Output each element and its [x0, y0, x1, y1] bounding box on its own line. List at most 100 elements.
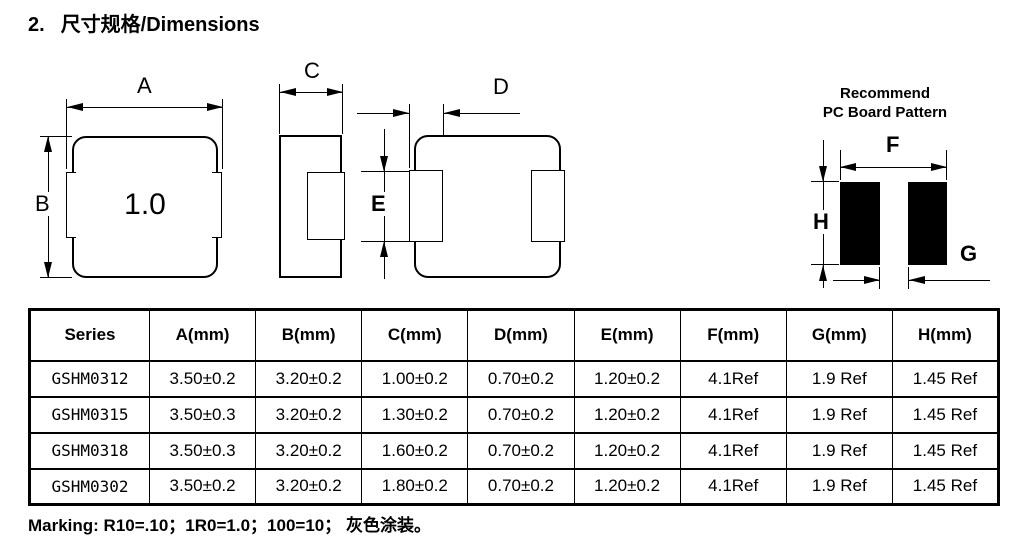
col-header-f: F(mm)	[679, 309, 787, 362]
value-cell: 3.20±0.2	[255, 431, 363, 469]
side-terminal	[307, 172, 345, 240]
dim-f-line	[840, 167, 947, 168]
value-cell: 1.9 Ref	[785, 395, 893, 433]
value-cell: 1.20±0.2	[573, 467, 681, 505]
dim-b-ext-top	[40, 136, 72, 137]
dim-c-arrow-left	[280, 88, 296, 96]
value-cell: 3.20±0.2	[255, 395, 363, 433]
value-cell: 4.1Ref	[679, 467, 787, 505]
dim-g-arrow-left	[864, 276, 880, 284]
dim-g-line-right	[909, 280, 990, 281]
value-cell: 4.1Ref	[679, 359, 787, 397]
bottom-right-pad	[531, 170, 565, 242]
value-cell: 1.30±0.2	[361, 395, 469, 433]
dim-e-arrow-bottom	[380, 241, 388, 257]
series-cell: GSHM0312	[29, 359, 150, 397]
dim-c-ext-right	[342, 84, 343, 134]
dim-f-arrow-right	[931, 163, 947, 171]
dim-e-arrow-top	[380, 156, 388, 172]
value-cell: 3.50±0.2	[148, 359, 257, 397]
dim-a-ext-right	[222, 99, 223, 169]
dim-b-arrow-top	[44, 136, 52, 152]
value-cell: 1.9 Ref	[785, 431, 893, 469]
table-row: GSHM0318 3.50±0.3 3.20±0.2 1.60±0.2 0.70…	[29, 431, 1000, 469]
dim-g-ext-right	[908, 267, 909, 289]
dim-g-arrow-right	[909, 276, 925, 284]
pcb-pad-right	[908, 182, 947, 265]
section-number: 2.	[28, 14, 45, 36]
dim-f-arrow-left	[840, 163, 856, 171]
section-title-text: 尺寸规格/Dimensions	[60, 14, 260, 36]
dim-d-ext-left	[409, 104, 410, 168]
value-cell: 1.20±0.2	[573, 359, 681, 397]
dim-d-arrow-left	[393, 109, 409, 117]
value-cell: 3.20±0.2	[255, 467, 363, 505]
section-title: 2. 尺寸规格/Dimensions	[28, 8, 260, 37]
series-cell: GSHM0318	[29, 431, 150, 469]
value-cell: 1.45 Ref	[891, 431, 1000, 469]
dim-d-line-right	[444, 113, 520, 114]
dim-c-arrow-right	[327, 88, 343, 96]
dim-label-g: G	[958, 241, 980, 266]
dim-b-arrow-bottom	[44, 262, 52, 278]
value-cell: 3.50±0.2	[148, 467, 257, 505]
value-cell: 3.50±0.3	[148, 431, 257, 469]
table-header-row: Series A(mm) B(mm) C(mm) D(mm) E(mm) F(m…	[29, 309, 1000, 362]
dim-g-line-left	[833, 280, 879, 281]
bottom-left-pad	[409, 170, 443, 242]
dim-label-h: H	[811, 209, 831, 234]
component-body-top-view	[72, 136, 218, 278]
table-row: GSHM0302 3.50±0.2 3.20±0.2 1.80±0.2 0.70…	[29, 467, 1000, 505]
col-header-b: B(mm)	[255, 309, 363, 362]
dim-label-f: F	[884, 132, 902, 157]
col-header-c: C(mm)	[361, 309, 469, 362]
value-cell: 3.20±0.2	[255, 359, 363, 397]
value-cell: 1.20±0.2	[573, 431, 681, 469]
dim-h-ext-bottom	[811, 264, 839, 265]
table-row: GSHM0315 3.50±0.3 3.20±0.2 1.30±0.2 0.70…	[29, 395, 1000, 433]
value-cell: 1.45 Ref	[891, 359, 1000, 397]
pcb-pad-left	[840, 182, 880, 265]
col-header-d: D(mm)	[467, 309, 575, 362]
value-cell: 1.80±0.2	[361, 467, 469, 505]
value-cell: 0.70±0.2	[467, 395, 575, 433]
value-cell: 1.60±0.2	[361, 431, 469, 469]
dim-d-arrow-right	[444, 109, 460, 117]
dim-label-e: E	[369, 191, 388, 216]
dim-label-c: C	[302, 58, 322, 83]
dim-a-ext-left	[66, 99, 67, 169]
col-header-series: Series	[29, 309, 150, 362]
dim-b-ext-bottom	[40, 277, 72, 278]
dim-a-arrow-left	[67, 103, 83, 111]
col-header-e: E(mm)	[573, 309, 681, 362]
pcb-pattern-title: Recommend PC Board Pattern	[790, 84, 980, 122]
dim-c-line	[280, 92, 343, 93]
value-cell: 0.70±0.2	[467, 431, 575, 469]
value-cell: 4.1Ref	[679, 431, 787, 469]
pcb-pattern-title-line1: Recommend	[839, 85, 931, 102]
part-marking-text: 1.0	[124, 188, 166, 221]
value-cell: 1.45 Ref	[891, 395, 1000, 433]
value-cell: 1.00±0.2	[361, 359, 469, 397]
col-header-g: G(mm)	[785, 309, 893, 362]
table-row: GSHM0312 3.50±0.2 3.20±0.2 1.00±0.2 0.70…	[29, 359, 1000, 397]
dim-h-arrow-bottom	[819, 265, 827, 281]
dim-a-line	[67, 107, 223, 108]
value-cell: 1.9 Ref	[785, 467, 893, 505]
series-cell: GSHM0302	[29, 467, 150, 505]
dimensions-table: Series A(mm) B(mm) C(mm) D(mm) E(mm) F(m…	[28, 308, 1000, 506]
dim-label-a: A	[135, 73, 154, 98]
dim-c-ext-left	[279, 84, 280, 134]
marking-note: Marking: R10=.10；1R0=1.0；100=10； 灰色涂装。	[28, 516, 431, 535]
dim-label-d: D	[491, 74, 511, 99]
dim-a-arrow-right	[207, 103, 223, 111]
series-cell: GSHM0315	[29, 395, 150, 433]
col-header-h: H(mm)	[891, 309, 1000, 362]
value-cell: 1.45 Ref	[891, 467, 1000, 505]
dim-h-arrow-top	[819, 166, 827, 182]
dim-d-line-left	[357, 113, 409, 114]
value-cell: 0.70±0.2	[467, 359, 575, 397]
value-cell: 0.70±0.2	[467, 467, 575, 505]
dim-label-b: B	[33, 191, 52, 216]
